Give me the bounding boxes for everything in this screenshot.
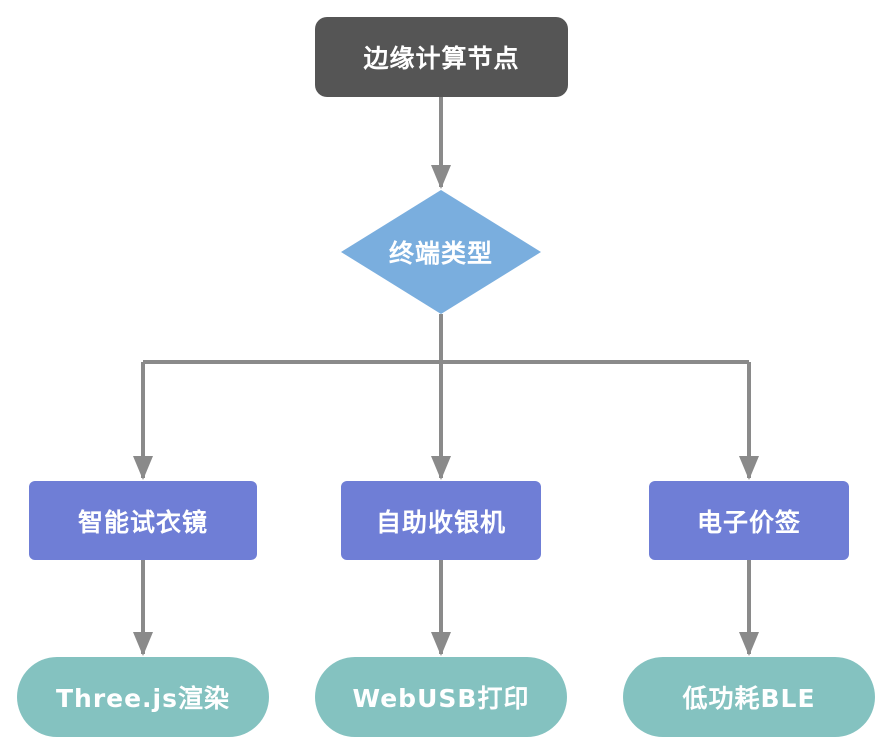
- decision-node-label: 终端类型: [388, 239, 493, 268]
- arrowhead-process-2: [431, 456, 451, 480]
- result-node-2: WebUSB打印: [315, 657, 567, 737]
- root-node: 边缘计算节点: [315, 17, 568, 97]
- result-node-2-label: WebUSB打印: [352, 684, 530, 713]
- result-node-1-label: Three.js渲染: [55, 684, 231, 713]
- arrowhead-result-1: [133, 632, 153, 656]
- decision-diamond-shape: [341, 190, 541, 314]
- process-node-3-label: 电子价签: [696, 507, 801, 537]
- arrowhead-process-3: [739, 456, 759, 480]
- process-node-2-label: 自助收银机: [375, 507, 506, 537]
- decision-node: 终端类型: [341, 190, 541, 314]
- result-node-1: Three.js渲染: [17, 657, 269, 737]
- result-node-3: 低功耗BLE: [623, 657, 875, 737]
- arrowhead-process-1: [133, 456, 153, 480]
- root-node-label: 边缘计算节点: [363, 44, 520, 73]
- arrowhead-result-2: [431, 632, 451, 656]
- result-node-3-label: 低功耗BLE: [682, 684, 816, 713]
- process-node-1-label: 智能试衣镜: [77, 507, 208, 537]
- arrowhead-decision: [431, 165, 451, 189]
- process-node-2: 自助收银机: [341, 481, 541, 560]
- process-node-1: 智能试衣镜: [29, 481, 257, 560]
- arrowhead-result-3: [739, 632, 759, 656]
- process-node-3: 电子价签: [649, 481, 849, 560]
